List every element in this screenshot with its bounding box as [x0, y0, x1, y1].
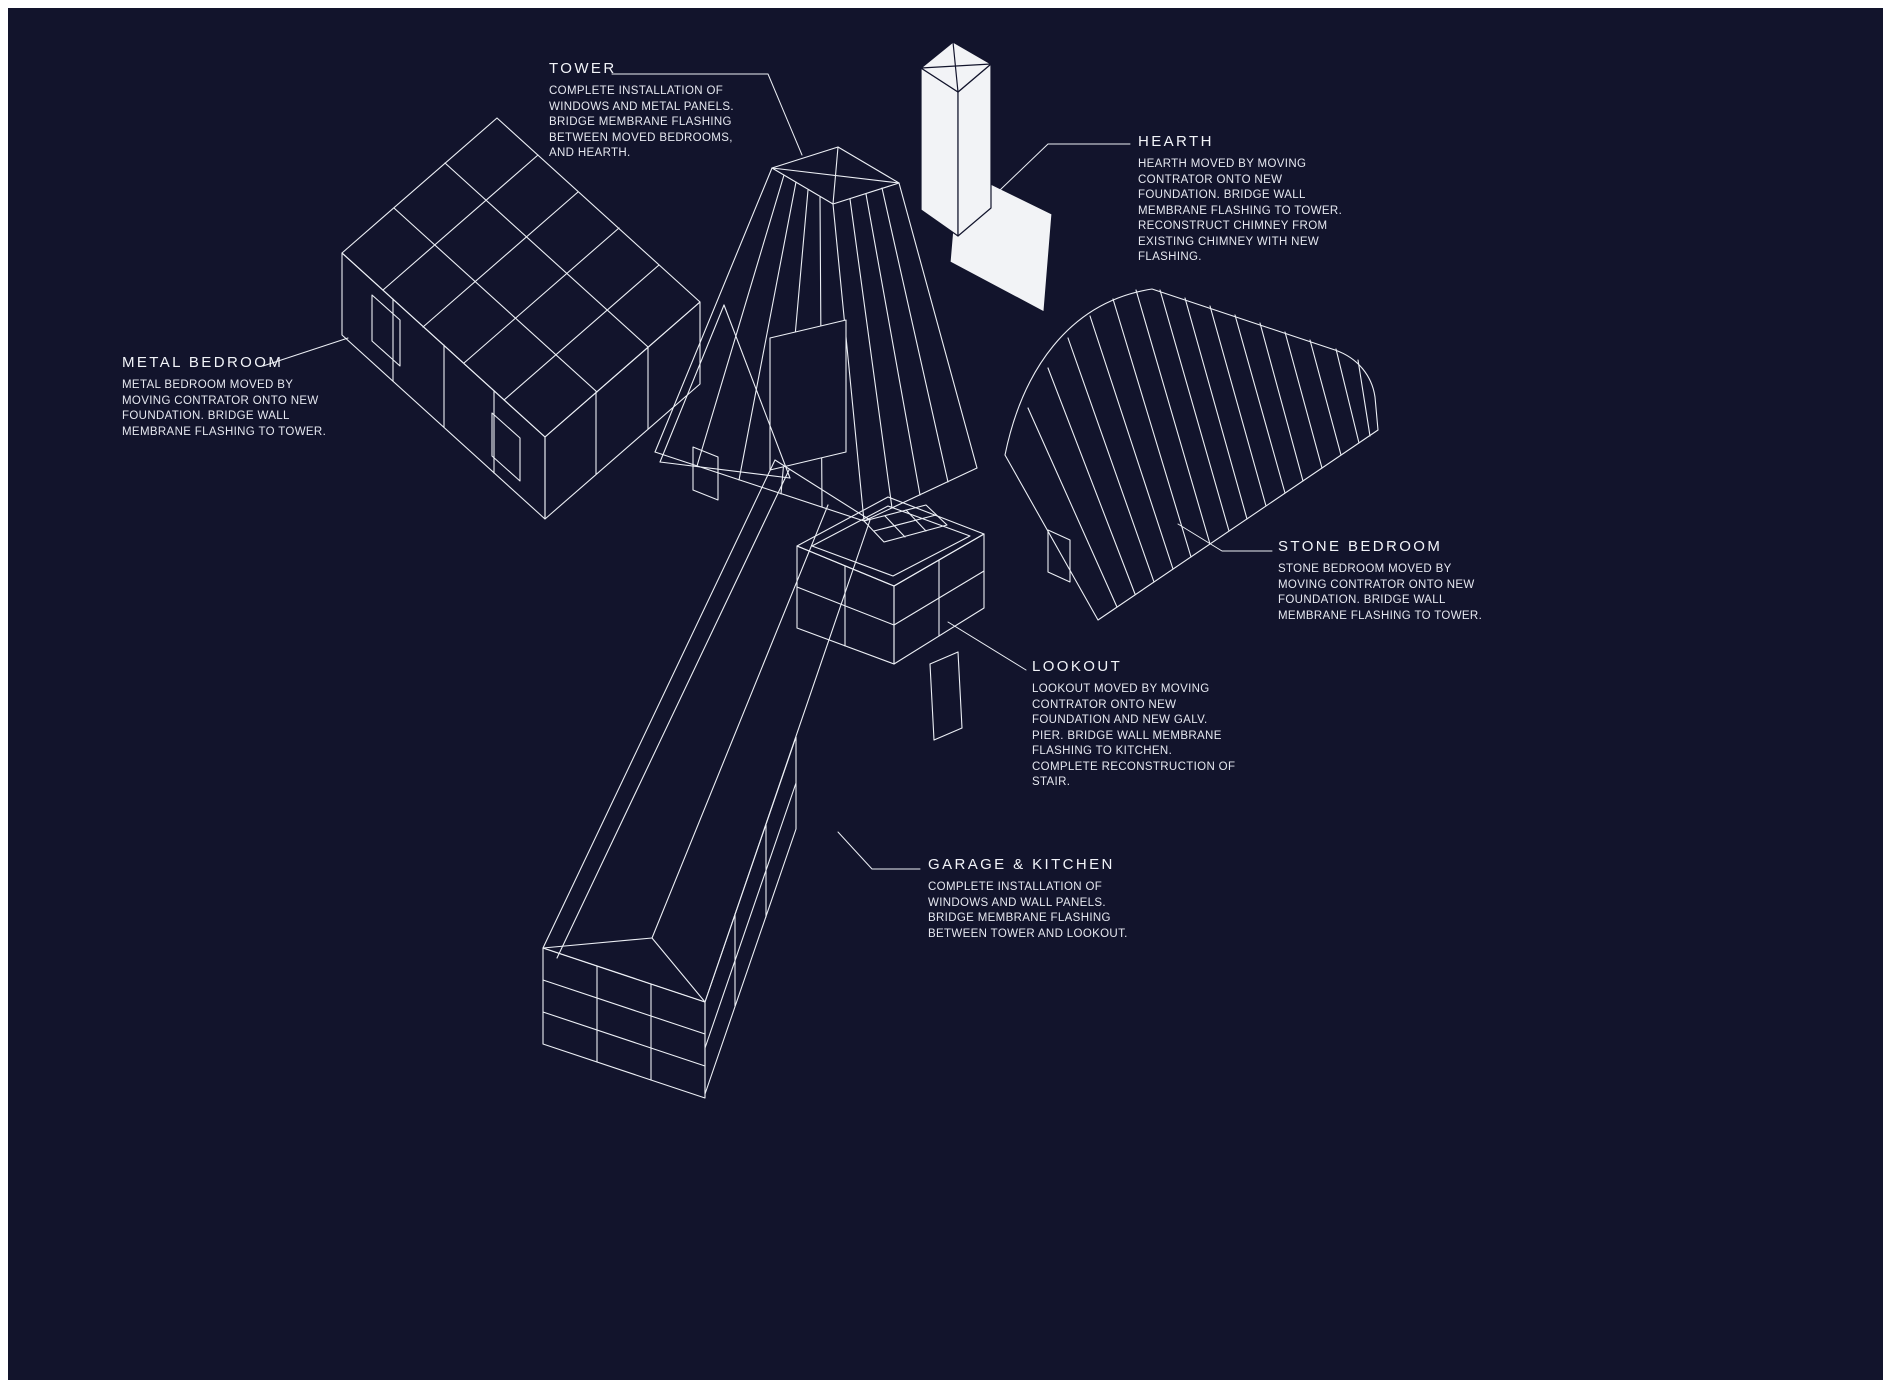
- tower-bridge-opening: [769, 319, 847, 471]
- leader-lookout: [947, 621, 1027, 671]
- label-lookout-body: LOOKOUT MOVED BY MOVING CONTRATOR ONTO N…: [1032, 683, 1236, 788]
- label-garage-kitchen-body: COMPLETE INSTALLATION OF WINDOWS AND WAL…: [928, 881, 1128, 940]
- leader-stone-bedroom: [1177, 523, 1273, 552]
- metal-bedroom-window: [491, 412, 521, 482]
- hearth-drawing: [920, 41, 1053, 313]
- metal-bedroom-drawing: [341, 117, 719, 520]
- label-tower-body: COMPLETE INSTALLATION OF WINDOWS AND MET…: [549, 85, 734, 159]
- label-hearth-body: HEARTH MOVED BY MOVING CONTRATOR ONTO NE…: [1138, 158, 1343, 263]
- leader-tower: [611, 73, 803, 156]
- label-metal-bedroom-title: METAL BEDROOM: [122, 354, 284, 371]
- leader-garage-kitchen: [837, 831, 921, 870]
- label-lookout-title: LOOKOUT: [1032, 658, 1123, 675]
- leader-metal-bedroom: [262, 337, 349, 367]
- callout-tower: TOWER COMPLETE INSTALLATION OF WINDOWS A…: [549, 60, 789, 162]
- blueprint-scene: TOWER COMPLETE INSTALLATION OF WINDOWS A…: [8, 8, 1883, 1380]
- leader-hearth: [999, 143, 1131, 191]
- blueprint-canvas: TOWER COMPLETE INSTALLATION OF WINDOWS A…: [8, 8, 1883, 1380]
- stone-bedroom-window: [1047, 529, 1071, 583]
- lookout-skylight: [863, 504, 948, 543]
- lookout-drawing: [796, 496, 985, 741]
- axonometric-drawing: [262, 41, 1379, 1099]
- metal-bedroom-window: [371, 294, 401, 367]
- garage-kitchen-drawing: [542, 459, 871, 1099]
- lookout-pier: [929, 651, 963, 741]
- label-stone-bedroom-body: STONE BEDROOM MOVED BY MOVING CONTRATOR …: [1278, 563, 1483, 622]
- callout-hearth: HEARTH HEARTH MOVED BY MOVING CONTRATOR …: [1138, 133, 1378, 266]
- callout-lookout: LOOKOUT LOOKOUT MOVED BY MOVING CONTRATO…: [1032, 658, 1272, 791]
- leader-lines: [262, 73, 1273, 870]
- label-garage-kitchen-title: GARAGE & KITCHEN: [928, 856, 1115, 873]
- link-window: [692, 446, 719, 501]
- callout-stone-bedroom: STONE BEDROOM STONE BEDROOM MOVED BY MOV…: [1278, 538, 1518, 624]
- label-metal-bedroom-body: METAL BEDROOM MOVED BY MOVING CONTRATOR …: [122, 379, 327, 438]
- label-stone-bedroom-title: STONE BEDROOM: [1278, 538, 1443, 555]
- label-tower-title: TOWER: [549, 60, 617, 77]
- callout-garage-kitchen: GARAGE & KITCHEN COMPLETE INSTALLATION O…: [928, 856, 1168, 942]
- callout-metal-bedroom: METAL BEDROOM METAL BEDROOM MOVED BY MOV…: [122, 354, 362, 440]
- stone-bedroom-drawing: [1004, 288, 1379, 621]
- tower-drawing: [654, 146, 978, 522]
- label-hearth-title: HEARTH: [1138, 133, 1214, 150]
